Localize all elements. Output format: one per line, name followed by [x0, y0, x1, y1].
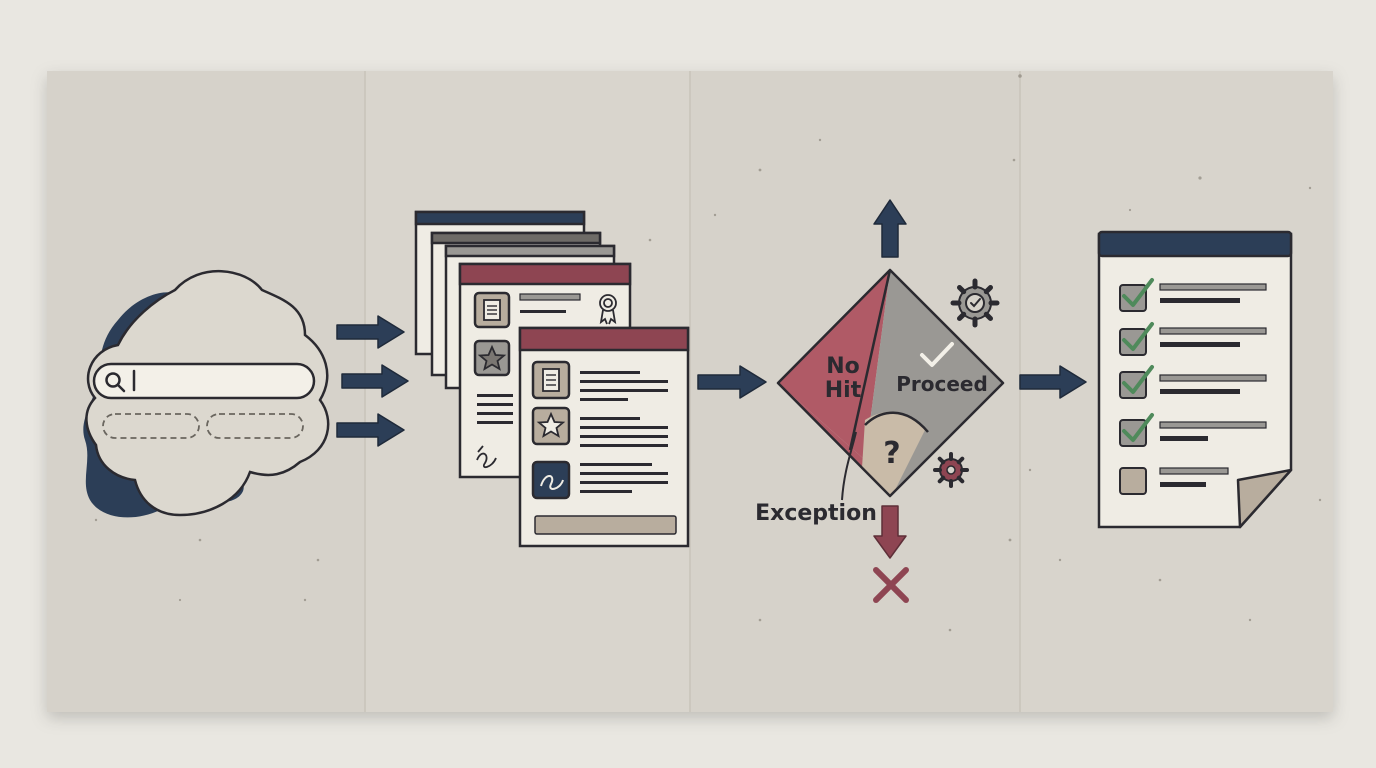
text-lines [580, 371, 668, 493]
search-cloud [83, 269, 330, 518]
checkmark-icon [1122, 413, 1154, 442]
document-icon [473, 291, 511, 329]
arrow-up [873, 199, 907, 258]
arrow-right-middle [341, 364, 409, 398]
search-icon [105, 372, 126, 393]
gear-icon [933, 452, 969, 488]
document-icon [531, 360, 571, 400]
checkmark-icon [1122, 365, 1154, 394]
gear-icon [950, 278, 1000, 328]
arrows-to-documents [336, 315, 409, 447]
no-hit-label-line1: No [826, 354, 860, 379]
proceed-label: Proceed [896, 372, 988, 396]
checklist-item [1119, 365, 1267, 399]
checkmark-icon [1122, 278, 1154, 307]
star-icon [531, 406, 571, 446]
checkmark-icon [920, 342, 954, 367]
document-card-front [518, 326, 690, 548]
checklist-item [1119, 322, 1267, 356]
signature-icon [531, 460, 571, 500]
document-stack [414, 210, 690, 548]
footer-bar [534, 515, 677, 535]
checkmark-icon [1122, 322, 1154, 351]
no-hit-label-line2: Hit [825, 378, 862, 403]
exception-label: Exception [755, 501, 877, 526]
diamond-segment-no-hit [778, 270, 890, 460]
cross-icon [873, 567, 909, 603]
arrow-right-bottom [336, 413, 405, 447]
exception-leader-line [841, 431, 857, 501]
arrow-to-checklist [1019, 365, 1087, 399]
checklist-document [1097, 230, 1293, 529]
filter-field-2[interactable] [206, 413, 304, 439]
question-mark: ? [883, 436, 900, 471]
star-icon [473, 339, 511, 377]
signature-icon [476, 445, 497, 469]
arrow-to-decision [697, 365, 767, 399]
text-lines [477, 293, 581, 424]
page-curl [1236, 468, 1293, 529]
search-input[interactable] [92, 362, 316, 400]
checklist-item-unchecked [1119, 467, 1229, 495]
diamond-segment-exception [860, 411, 925, 496]
filter-field-1[interactable] [102, 413, 200, 439]
arrow-right-top [336, 315, 405, 349]
arrow-down [873, 505, 907, 559]
checklist-item [1119, 278, 1267, 312]
checklist-item [1119, 413, 1267, 447]
award-ribbon-icon [599, 294, 617, 325]
